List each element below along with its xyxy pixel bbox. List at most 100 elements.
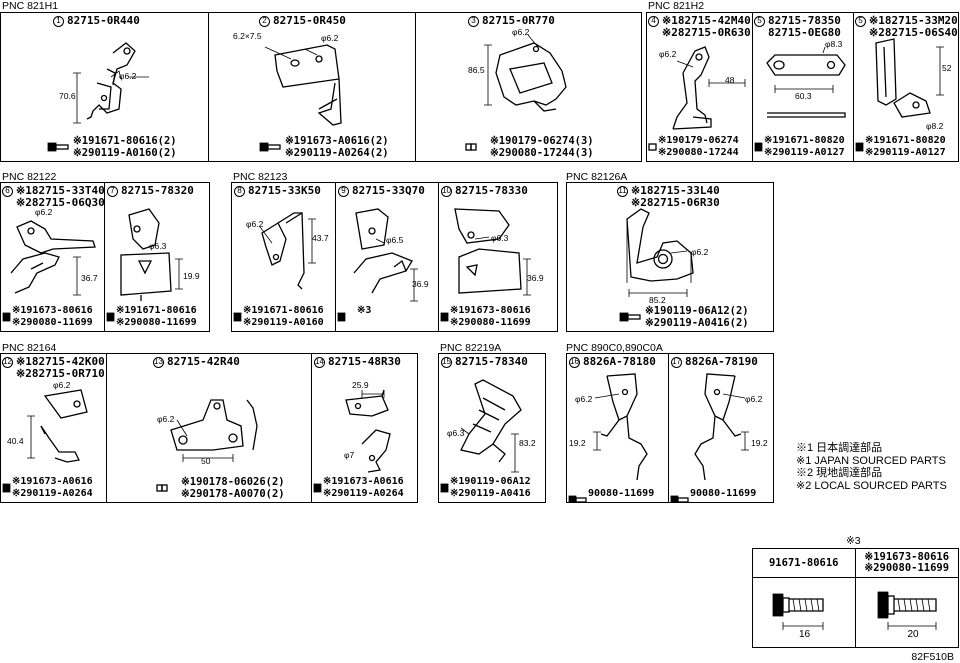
part-code: 8826A-78180 bbox=[583, 355, 656, 368]
bolt-icon bbox=[259, 142, 281, 152]
bracket-drawing bbox=[875, 38, 944, 118]
dimension-label: φ6.5 bbox=[386, 235, 404, 245]
part-number-circle: 6 bbox=[2, 185, 13, 197]
part-number-circle: 4 bbox=[648, 15, 659, 27]
dimension-label: φ6.2 bbox=[659, 49, 677, 59]
legend-line: ※2 LOCAL SOURCED PARTS bbox=[796, 479, 947, 492]
bolt-icon bbox=[233, 312, 242, 322]
bolt-drawing bbox=[877, 591, 937, 630]
bracket-drawing bbox=[766, 46, 846, 118]
part-cell-5b[interactable]: 5※182715-33M20 ※282715-06S40 52 φ8.2 ※19… bbox=[854, 13, 960, 161]
dimension-label: φ6.2 bbox=[321, 33, 339, 43]
part-code: 82715-78340 bbox=[455, 355, 528, 368]
bolt-list: ※191671-80616 ※290080-11699 bbox=[106, 305, 197, 329]
dimension-label: 19.2 bbox=[751, 438, 768, 448]
part-code: 82715-78330 bbox=[455, 184, 528, 197]
dimension-label: φ6.2 bbox=[575, 394, 593, 404]
bracket-drawing bbox=[454, 208, 531, 296]
dimension-label: φ6.2 bbox=[512, 27, 530, 37]
bolt-code: ※191671-80616 bbox=[243, 305, 324, 316]
dimension-label: φ8.3 bbox=[825, 39, 843, 49]
table-column-right: ※191673-80616 ※290080-11699 20 bbox=[855, 549, 958, 647]
sourcing-legend: ※1 日本調達部品 ※1 JAPAN SOURCED PARTS ※2 現地調達… bbox=[796, 442, 947, 492]
bolt-icon bbox=[106, 312, 115, 322]
part-number-circle: 11 bbox=[617, 185, 628, 197]
bolt-icon bbox=[47, 142, 69, 152]
table-mark: ※3 bbox=[846, 535, 861, 547]
part-number-circle: 10 bbox=[441, 185, 452, 197]
bolt-code: ※191673-A0616 bbox=[12, 476, 93, 487]
table-header: ※191673-80616 ※290080-11699 bbox=[855, 549, 958, 578]
bolt-code: ※190179-06274(3) bbox=[490, 135, 594, 147]
bolt-code: ※290119-A0416 bbox=[450, 488, 531, 499]
part-cell-11[interactable]: 11※182715-33L40 ※282715-06R30 φ6.2 85.2 … bbox=[567, 183, 775, 331]
dimension-label: φ6.3 bbox=[447, 428, 465, 438]
bolt-code: ※190178-06026(2) bbox=[181, 476, 285, 488]
bolt-code: ※191671-80820 bbox=[865, 135, 946, 146]
table-column-left: 91671-80616 16 bbox=[753, 549, 856, 647]
dimension-label: φ6.2 bbox=[157, 414, 175, 424]
nut-icon bbox=[648, 143, 657, 151]
part-code: ※282715-06Q30 bbox=[16, 196, 105, 209]
dimension-label: 83.2 bbox=[519, 438, 536, 448]
bolt-code: ※191673-80616 bbox=[12, 305, 93, 316]
bolt-list: ※191671-80820 ※290119-A0127 bbox=[855, 135, 946, 159]
part-code: 82715-0R440 bbox=[67, 14, 140, 27]
length-label: 20 bbox=[907, 629, 919, 640]
part-code: ※182715-42K00 bbox=[16, 355, 105, 368]
part-cell-12[interactable]: 12※182715-42K00 ※282715-0R710 φ6.2 40.4 … bbox=[1, 354, 107, 502]
parts-group-821h2: 4※182715-42M40 ※282715-0R630 φ6.2 48 ※19… bbox=[646, 12, 959, 162]
bolt-drawing bbox=[772, 593, 824, 630]
dimension-label: φ6.2 bbox=[35, 207, 53, 217]
part-number-circle: 14 bbox=[314, 356, 325, 368]
bolt-code: ※290178-A0070(2) bbox=[181, 488, 285, 500]
dimension-label: 25.9 bbox=[352, 380, 369, 390]
bolt-list: ※191671-80616(2) ※290119-A0160(2) bbox=[45, 135, 177, 159]
pnc-label: PNC 82219A bbox=[440, 342, 502, 354]
part-number-circle: 5 bbox=[754, 15, 765, 27]
part-cell-4[interactable]: 4※182715-42M40 ※282715-0R630 φ6.2 48 ※19… bbox=[647, 13, 753, 161]
part-code: ※282715-0R630 bbox=[662, 26, 751, 39]
part-number-circle: 9 bbox=[338, 185, 349, 197]
bracket-drawing bbox=[593, 373, 648, 481]
part-cell-6[interactable]: 6※182715-33T40 ※282715-06Q30 φ6.2 36.7 ※… bbox=[1, 183, 105, 331]
dimension-label: 60.3 bbox=[795, 91, 812, 101]
part-number-circle: 8 bbox=[234, 185, 245, 197]
bolt-code: 91671-80616 bbox=[768, 556, 839, 569]
parts-group-82164: 12※182715-42K00 ※282715-0R710 φ6.2 40.4 … bbox=[0, 353, 418, 503]
bracket-drawing bbox=[120, 208, 183, 301]
bolt-code: ※191673-80616 bbox=[450, 305, 531, 316]
part-code: ※282715-0R710 bbox=[16, 367, 105, 380]
bolt-code: ※290119-A0264 bbox=[12, 488, 93, 499]
part-code: 82715-78350 bbox=[768, 14, 841, 27]
bracket-drawing bbox=[73, 42, 149, 124]
bolt-code: 90080-11699 bbox=[588, 488, 655, 499]
bolt-code: ※190179-06274 bbox=[658, 135, 739, 146]
bracket-drawing bbox=[694, 373, 749, 481]
part-code: 82715-42R40 bbox=[167, 355, 240, 368]
bolt-code: ※191673-A0616(2) bbox=[285, 135, 389, 147]
bolt-code: ※191671-80820 bbox=[764, 135, 845, 146]
dimension-label: 19.2 bbox=[569, 438, 586, 448]
bracket-drawing bbox=[259, 211, 316, 290]
